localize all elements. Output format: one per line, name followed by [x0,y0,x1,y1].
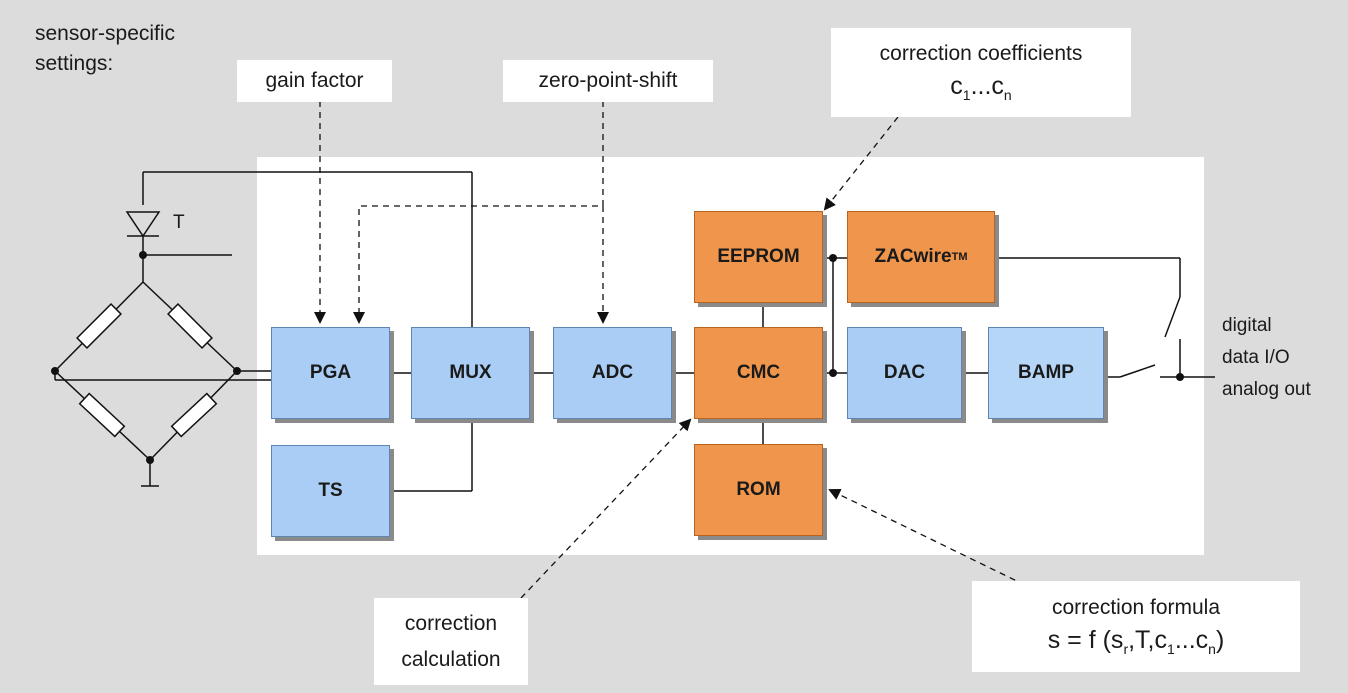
io-label-digital: digital [1222,315,1272,336]
zero-point-shift-callout: zero-point-shift [503,60,713,102]
correction-formula-callout: correction formula s = f (sr,T,c1...cn) [972,581,1300,672]
pga-block: PGA [271,327,390,419]
gain-factor-callout: gain factor [237,60,392,102]
settings-label-line1: sensor-specific [35,22,176,45]
settings-label-line2: settings: [35,52,114,75]
io-labels: digital data I/O analog out [1222,310,1311,406]
eeprom-block: EEPROM [694,211,823,303]
io-label-analog-out: analog out [1222,379,1311,400]
coefficients-symbol: c1...cn [950,72,1012,103]
bamp-block: BAMP [988,327,1104,419]
zero-point-shift-label: zero-point-shift [538,69,678,92]
cmc-block: CMC [694,327,823,419]
adc-block: ADC [553,327,672,419]
diode-label: T [173,212,185,233]
io-label-data-io: data I/O [1222,347,1290,368]
settings-label: sensor-specific settings: [35,19,175,79]
gain-factor-label: gain factor [265,69,364,92]
dac-block: DAC [847,327,962,419]
correction-calculation-line1: correction [404,611,498,635]
correction-calculation-callout: correction calculation [374,598,528,685]
rom-block: ROM [694,444,823,536]
correction-coefficients-label: correction coefficients [879,42,1083,65]
correction-coefficients-callout: correction coefficients c1...cn [831,28,1131,117]
ts-block: TS [271,445,390,537]
correction-formula-label: correction formula [1051,596,1221,619]
correction-formula-expression: s = f (sr,T,c1...cn) [1047,626,1225,657]
correction-calculation-line2: calculation [401,647,501,671]
mux-block: MUX [411,327,530,419]
